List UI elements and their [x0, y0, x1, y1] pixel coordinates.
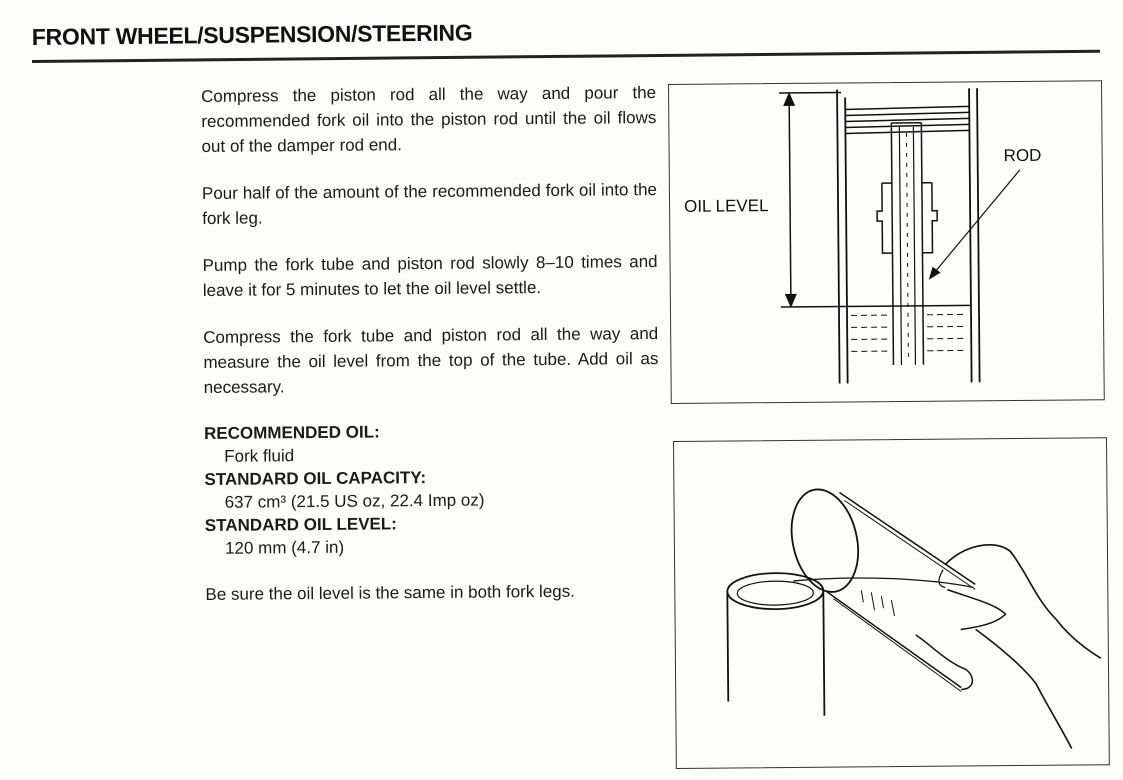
oil-level-diagram: OIL LEVEL ROD — [668, 80, 1105, 404]
instructions-column: Compress the piston rod all the way and … — [201, 80, 661, 624]
spec-list: RECOMMENDED OIL: Fork fluid STANDARD OIL… — [204, 418, 660, 560]
rod-label: ROD — [1003, 145, 1042, 166]
fork-legs-note: Be sure the oil level is the same in bot… — [205, 581, 575, 604]
instruction-paragraph-4: Compress the fork tube and piston rod al… — [203, 324, 659, 397]
pouring-oil-illustration — [673, 437, 1110, 769]
section-title: FRONT WHEEL/SUSPENSION/STEERING — [31, 19, 473, 51]
pouring-beaker-drawing — [726, 488, 1102, 749]
instruction-paragraph-2: Pour half of the amount of the recommend… — [201, 180, 658, 228]
spec-oil-level-value: 120 mm (4.7 in) — [224, 537, 345, 558]
fork-cross-section-illustration — [779, 88, 1021, 384]
oil-level-label: OIL LEVEL — [683, 196, 769, 216]
instruction-paragraph-3: Pump the fork tube and piston rod slowly… — [202, 252, 658, 300]
header-rule — [31, 49, 1100, 63]
instruction-paragraph-1: Compress the piston rod all the way and … — [201, 83, 657, 156]
